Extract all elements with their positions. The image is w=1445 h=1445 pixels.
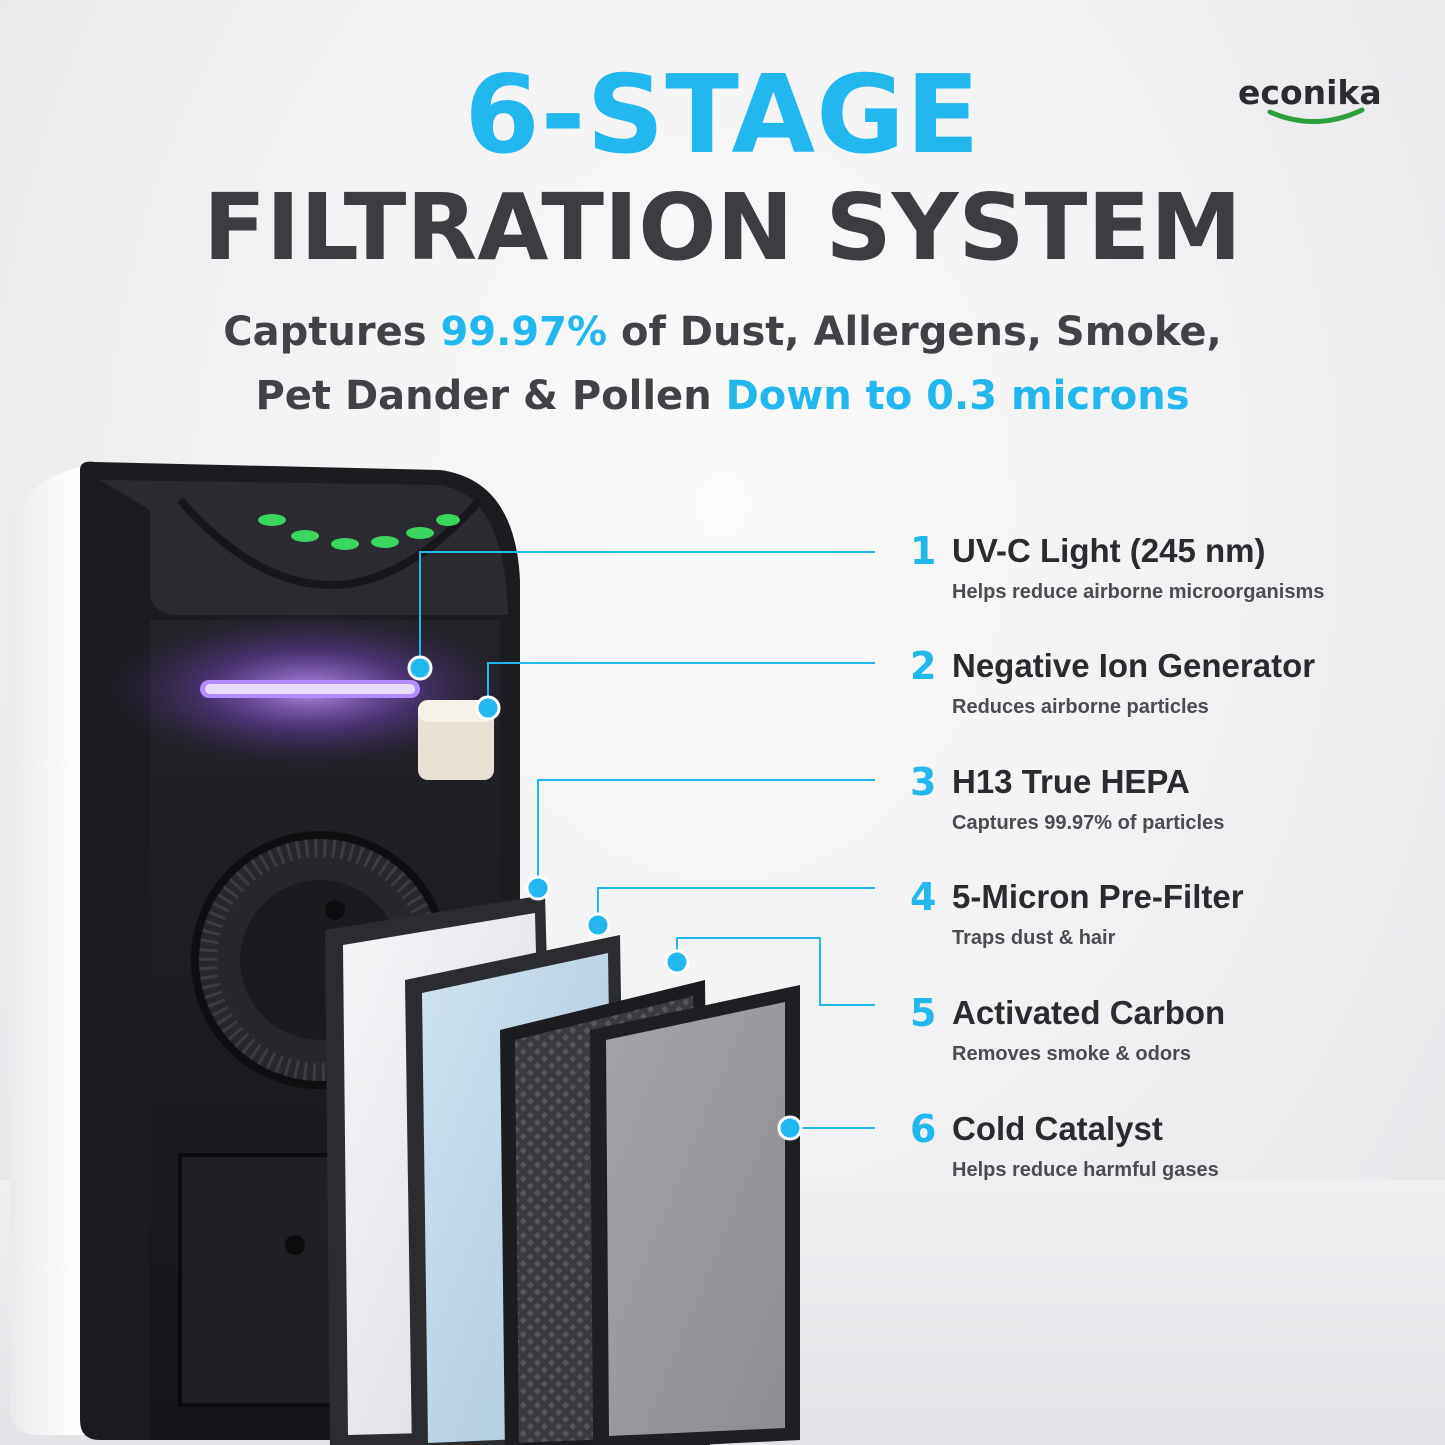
stage-description: Traps dust & hair: [952, 927, 1116, 949]
callout-dot-ion: [475, 695, 501, 721]
subtitle-text: Pet Dander & Pollen: [255, 373, 726, 419]
subtitle-line-2: Pet Dander & Pollen Down to 0.3 microns: [0, 376, 1445, 416]
stage-title: Negative Ion Generator: [952, 647, 1316, 684]
stage-title: UV-C Light (245 nm): [952, 532, 1266, 569]
callout-dot-uvc: [407, 655, 433, 681]
stage-description: Removes smoke & odors: [952, 1043, 1191, 1065]
stage-description: Helps reduce harmful gases: [952, 1159, 1219, 1181]
stage-title: 5-Micron Pre-Filter: [952, 878, 1244, 915]
stage-description: Helps reduce airborne microorganisms: [952, 581, 1325, 603]
subtitle-text: of Dust, Allergens, Smoke,: [607, 309, 1222, 355]
stage-number: 6: [910, 1107, 937, 1151]
stage-description: Reduces airborne particles: [952, 696, 1209, 718]
stage-number: 4: [910, 875, 937, 919]
stage-number: 2: [910, 644, 937, 688]
stage-number: 3: [910, 760, 937, 804]
brand-logo: econika: [1238, 76, 1398, 136]
subtitle-line-1: Captures 99.97% of Dust, Allergens, Smok…: [0, 312, 1445, 352]
headline-system: FILTRATION SYSTEM: [203, 174, 1242, 281]
subtitle-highlight-microns: Down to 0.3 microns: [725, 373, 1190, 419]
stage-number: 1: [910, 529, 937, 573]
callout-dot-prefilter: [585, 912, 611, 938]
logo-swoosh-icon: [1267, 107, 1365, 124]
brand-name: econika: [1238, 73, 1382, 112]
stage-title: Activated Carbon: [952, 994, 1226, 1031]
callout-dot-catalyst: [777, 1115, 803, 1141]
stage-description: Captures 99.97% of particles: [952, 812, 1225, 834]
headline-stage-count: 6-STAGE: [464, 53, 981, 178]
subtitle-highlight-percent: 99.97%: [440, 309, 608, 355]
subtitle-text: Captures: [223, 309, 441, 355]
cold-catalyst-filter: [590, 985, 800, 1445]
callout-dot-hepa: [525, 875, 551, 901]
stage-title: Cold Catalyst: [952, 1110, 1163, 1147]
stage-number: 5: [910, 991, 937, 1035]
air-purifier-illustration: [10, 461, 800, 1445]
callout-dot-carbon: [664, 949, 690, 975]
stage-title: H13 True HEPA: [952, 763, 1190, 800]
indicator-lights: [258, 514, 460, 550]
